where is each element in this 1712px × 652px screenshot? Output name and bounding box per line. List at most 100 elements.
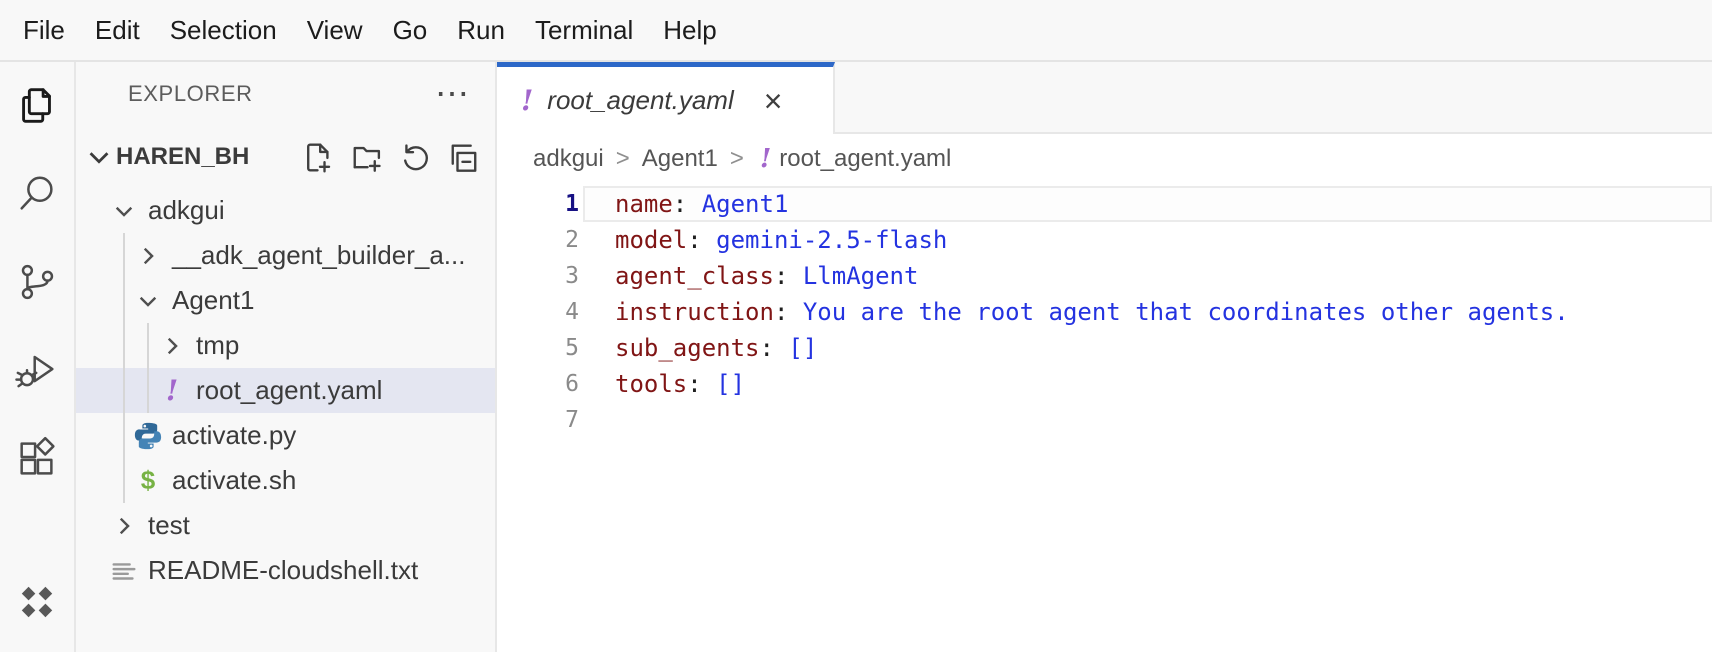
token-punct: : (773, 298, 803, 326)
chevron-right-icon[interactable] (159, 333, 185, 359)
search-icon[interactable] (13, 170, 61, 218)
cloud-code-icon[interactable] (13, 578, 61, 626)
line-number[interactable]: 6 (565, 371, 579, 397)
menu-go[interactable]: Go (392, 14, 428, 45)
tree-item-label: Agent1 (172, 285, 255, 315)
tree-item-label: activate.py (172, 420, 297, 450)
line-content[interactable]: model: gemini-2.5-flash (583, 222, 1712, 258)
chevron-down-icon[interactable] (111, 198, 137, 224)
tree-item-label: README-cloudshell.txt (148, 555, 419, 585)
tree-item-test[interactable]: test (76, 503, 495, 548)
breadcrumb: adkgui>Agent1>!root_agent.yaml (497, 134, 1712, 184)
source-control-icon[interactable] (13, 258, 61, 306)
token-key: sub_agents (615, 334, 760, 362)
tab-bar: ! root_agent.yaml × (497, 62, 1712, 134)
more-actions-icon[interactable]: ⋯ (435, 75, 469, 113)
explorer-sidebar: EXPLORER ⋯ HAREN_BH adkgui__adk_agent_bu… (76, 62, 497, 652)
line-number[interactable]: 1 (565, 191, 579, 217)
code-line-7[interactable]: 7 (497, 402, 1712, 438)
token-punct: : (672, 190, 702, 218)
line-number[interactable]: 7 (565, 407, 579, 433)
close-icon[interactable]: × (763, 82, 783, 119)
breadcrumb-item-agent1[interactable]: Agent1 (641, 145, 718, 172)
python-icon (134, 422, 162, 449)
tree-item-label: root_agent.yaml (196, 375, 383, 405)
tree-item-adk-agent-builder-a[interactable]: __adk_agent_builder_a... (76, 233, 495, 278)
tree-item-icon-slot (130, 238, 166, 274)
line-content[interactable]: tools: [] (583, 366, 1712, 402)
menu-terminal[interactable]: Terminal (534, 14, 634, 45)
menu-edit[interactable]: Edit (94, 14, 140, 45)
line-content[interactable] (583, 402, 1712, 438)
tree-item-tmp[interactable]: tmp (76, 323, 495, 368)
workspace-actions (301, 141, 481, 174)
tree-item-icon-slot (106, 508, 142, 544)
text-file-icon (112, 562, 136, 580)
menu-file[interactable]: File (23, 14, 65, 45)
token-punct: : (773, 262, 803, 290)
refresh-icon[interactable] (399, 141, 432, 174)
chevron-right-icon[interactable] (111, 513, 137, 539)
line-number[interactable]: 3 (565, 263, 579, 289)
new-file-icon[interactable] (301, 141, 334, 174)
breadcrumb-separator: > (615, 145, 630, 172)
line-number[interactable]: 2 (565, 227, 579, 253)
line-content[interactable]: sub_agents: [] (583, 330, 1712, 366)
workspace-name: HAREN_BH (116, 143, 250, 170)
menu-selection[interactable]: Selection (169, 14, 277, 45)
token-key: tools (615, 370, 688, 398)
tree-item-readme-cloudshell-txt[interactable]: README-cloudshell.txt (76, 548, 495, 593)
tree-item-icon-slot: $ (130, 463, 166, 499)
menu-run[interactable]: Run (457, 14, 505, 45)
tree-item-agent1[interactable]: Agent1 (76, 278, 495, 323)
extensions-icon[interactable] (13, 434, 61, 482)
token-key: instruction (615, 298, 774, 326)
collapse-all-icon[interactable] (448, 141, 481, 174)
chevron-down-icon (89, 152, 109, 164)
tab-strip-empty (835, 62, 1712, 134)
token-key: name (615, 190, 673, 218)
new-folder-icon[interactable] (350, 141, 383, 174)
run-debug-icon[interactable] (13, 346, 61, 394)
tree-item-label: activate.sh (172, 465, 297, 495)
indent-guide (147, 323, 149, 413)
line-number[interactable]: 5 (565, 335, 579, 361)
tree-item-icon-slot (130, 283, 166, 319)
tab-title: root_agent.yaml (547, 85, 734, 115)
activity-bar (0, 62, 76, 652)
tab-root-agent-yaml[interactable]: ! root_agent.yaml × (497, 62, 835, 134)
breadcrumb-item-root-agent-yaml[interactable]: root_agent.yaml (779, 145, 952, 172)
workbench: EXPLORER ⋯ HAREN_BH adkgui__adk_agent_bu… (0, 62, 1712, 652)
tree-item-icon-slot (106, 553, 142, 589)
file-tree: adkgui__adk_agent_builder_a... Agent1 tmp!… (76, 188, 495, 652)
chevron-down-icon[interactable] (135, 288, 161, 314)
tree-item-activate-py[interactable]: activate.py (76, 413, 495, 458)
sidebar-header: EXPLORER ⋯ (76, 62, 495, 126)
line-content[interactable]: agent_class: LlmAgent (583, 258, 1712, 294)
chevron-right-icon[interactable] (135, 243, 161, 269)
line-content[interactable]: name: Agent1 (583, 186, 1712, 222)
line-content[interactable]: instruction: You are the root agent that… (583, 294, 1712, 330)
tree-item-icon-slot (106, 193, 142, 229)
token-value: [] (788, 334, 818, 362)
workspace-root-row[interactable]: HAREN_BH (76, 126, 495, 188)
menu-view[interactable]: View (306, 14, 363, 45)
tree-item-adkgui[interactable]: adkgui (76, 188, 495, 233)
explorer-icon[interactable] (13, 82, 61, 130)
token-punct: : (687, 370, 717, 398)
breadcrumb-item-adkgui[interactable]: adkgui (533, 145, 604, 172)
token-value: Agent1 (701, 190, 789, 218)
menu-help[interactable]: Help (663, 14, 717, 45)
token-punct: : (759, 334, 789, 362)
line-number[interactable]: 4 (565, 299, 579, 325)
breadcrumb-separator: > (729, 145, 744, 172)
tree-item-activate-sh[interactable]: $activate.sh (76, 458, 495, 503)
tree-item-root-agent-yaml[interactable]: !root_agent.yaml (76, 368, 495, 413)
